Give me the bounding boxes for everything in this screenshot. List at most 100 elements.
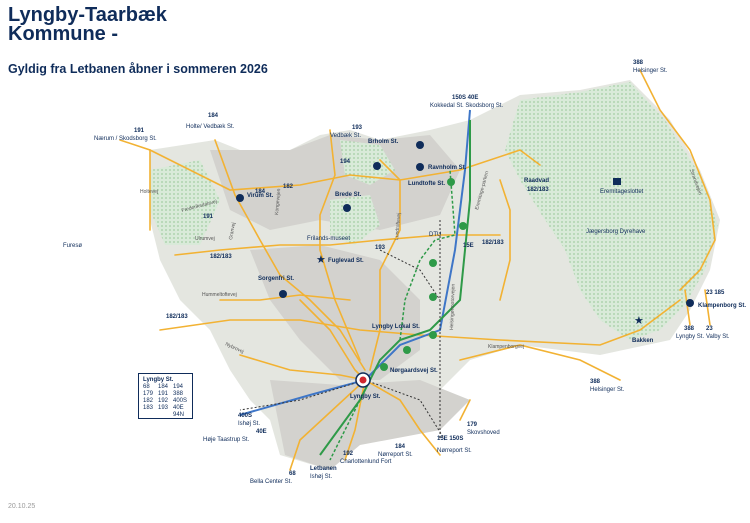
route-191-w: 191 bbox=[203, 214, 214, 220]
road-holtevej: Holtevej bbox=[140, 189, 158, 195]
route-191-north-dest: Nærum / Skodsborg St. bbox=[94, 136, 157, 142]
route-150s-40e-north: 150S 40E bbox=[452, 95, 478, 101]
urban-area-north bbox=[210, 135, 460, 230]
legend-route-7: 192 bbox=[158, 398, 169, 404]
route-184-south-dest: Nørreport St. bbox=[378, 452, 413, 458]
legend-route-4: 191 bbox=[158, 391, 169, 397]
route-182-183-e: 182/183 bbox=[482, 240, 504, 246]
legend-route-6: 182 bbox=[143, 398, 154, 404]
route-23-valby: 23 bbox=[706, 326, 713, 332]
forest-north bbox=[340, 140, 395, 185]
route-184-south: 184 bbox=[395, 444, 406, 450]
route-179-dest: Skovshoved bbox=[467, 430, 500, 436]
route-400s: 400S bbox=[238, 413, 252, 419]
svg-text:★: ★ bbox=[316, 253, 326, 266]
legend-route-1: 184 bbox=[158, 384, 169, 390]
road-klampenborgvej: Klampenborgvej bbox=[488, 344, 524, 350]
s-train-line bbox=[239, 109, 471, 416]
route-15e-c: 15E bbox=[463, 243, 474, 249]
station-markers: ★ ★ bbox=[236, 141, 694, 388]
route-184-north: 184 bbox=[208, 113, 219, 119]
road-lundtoftevej: Lundtoftevej bbox=[394, 213, 402, 241]
route-388-north-dest: Helsinger St. bbox=[633, 68, 668, 74]
svg-text:★: ★ bbox=[634, 314, 644, 327]
route-40e: 40E bbox=[256, 429, 267, 435]
route-179: 179 bbox=[467, 422, 478, 428]
route-184-north-dest: Holte/ Vedbæk St. bbox=[186, 124, 235, 130]
forest-dyrehave bbox=[505, 82, 718, 340]
route-182-183-c: 182/183 bbox=[210, 254, 232, 260]
forest-west bbox=[150, 160, 220, 245]
legend-route-10: 193 bbox=[158, 405, 169, 411]
label-lundtofte-st: Lundtofte St. bbox=[408, 181, 445, 187]
route-23-185: 23 185 bbox=[706, 290, 725, 296]
road-granvej: Granvej bbox=[228, 222, 237, 240]
label-ravnholm-st: Ravnholm St. bbox=[428, 165, 467, 171]
label-eremitageslottet: Eremitageslottet bbox=[600, 189, 644, 195]
road-hummeltoftevej: Hummeltoftevej bbox=[202, 292, 237, 298]
label-fuglevad-st: Fuglevad St. bbox=[328, 258, 364, 264]
letbane-branch bbox=[399, 169, 456, 341]
route-182-183-n: 182/183 bbox=[527, 187, 549, 193]
label-fureso: Furesø bbox=[63, 243, 82, 249]
route-68-dest: Bella Center St. bbox=[250, 479, 292, 485]
legend-route-14: 94N bbox=[173, 412, 185, 418]
legend-route-11: 40E bbox=[173, 405, 184, 411]
road-ulrumvej: Ulrumvej bbox=[195, 236, 215, 242]
route-184-w: 184 bbox=[255, 189, 266, 195]
label-brholm-st: Brholm St. bbox=[368, 139, 399, 145]
route-388-east: 388 bbox=[590, 379, 601, 385]
label-brede-st: Brede St. bbox=[335, 192, 362, 198]
route-letbanen: Letbanen bbox=[310, 466, 337, 472]
urban-area-center bbox=[250, 245, 420, 380]
route-182-n: 182 bbox=[283, 184, 294, 190]
route-192: 192 bbox=[343, 451, 354, 457]
road-helsingormotorvejen: Helsingørmotorvejen bbox=[449, 284, 457, 331]
legend-route-0: 68 bbox=[143, 384, 150, 390]
route-400s-dest: Ishøj St. bbox=[238, 421, 260, 427]
legend-route-2: 194 bbox=[173, 384, 184, 390]
legend-route-12 bbox=[143, 412, 154, 419]
title-line-1: Lyngby-Taarbæk bbox=[8, 4, 167, 26]
label-lokal-st: Lyngby Lokal St. bbox=[372, 324, 420, 330]
map-date: 20.10.25 bbox=[8, 503, 36, 510]
route-388-east-dest: Helsinger St. bbox=[590, 387, 625, 393]
legend-route-3: 179 bbox=[143, 391, 154, 397]
legend-route-9: 183 bbox=[143, 405, 154, 411]
map-title: Lyngby-Taarbæk Kommune - bbox=[8, 4, 167, 44]
route-68: 68 bbox=[289, 471, 296, 477]
label-virum-st: Virum St. bbox=[247, 193, 274, 199]
label-dtu: DTU bbox=[429, 232, 441, 238]
map-subtitle: Gyldig fra Letbanen åbner i sommeren 202… bbox=[8, 62, 268, 76]
route-150s-40e-north-dest: Kokkedal St. Skodsborg St. bbox=[430, 103, 503, 109]
label-lyngby-st: Lyngby St. bbox=[350, 394, 381, 400]
route-388-north: 388 bbox=[633, 60, 644, 66]
route-388-lyngby-dest: Lyngby St. bbox=[676, 334, 704, 340]
label-frilandsmuseet: Frilands-museet bbox=[307, 236, 350, 242]
label-sorgenfri-st: Sorgenfri St. bbox=[258, 276, 294, 282]
forest-center bbox=[330, 195, 380, 245]
route-192-dest: Charlottenlund Fort bbox=[340, 459, 392, 465]
legend-route-5: 388 bbox=[173, 391, 184, 397]
route-191-north: 191 bbox=[134, 128, 145, 134]
label-raadvad: Raadvad bbox=[524, 178, 549, 184]
road-kongevejen: Kongevejen bbox=[274, 188, 282, 215]
letbane-south bbox=[329, 399, 361, 461]
rail-lines bbox=[239, 220, 446, 441]
route-193-north: 193 bbox=[352, 125, 363, 131]
label-klampenborg-st: Klampenborg St. bbox=[698, 303, 746, 309]
route-40e-dest: Høje Taastrup St. bbox=[203, 437, 250, 443]
route-letbanen-dest: Ishøj St. bbox=[310, 474, 332, 480]
label-norgaardsvej-st: Nørgaardsvej St. bbox=[390, 368, 438, 374]
route-194: 194 bbox=[340, 159, 351, 165]
route-193-north-dest: Vedbæk St. bbox=[330, 133, 361, 139]
route-15e-150s: 15E 150S bbox=[437, 436, 463, 442]
label-jaegersborg: Jægersborg Dyrehave bbox=[586, 229, 646, 235]
legend-route-13 bbox=[158, 412, 169, 419]
legend-title: Lyngby St. bbox=[143, 377, 174, 383]
route-182-183-w: 182/183 bbox=[166, 314, 188, 320]
letbane-line bbox=[319, 120, 471, 456]
